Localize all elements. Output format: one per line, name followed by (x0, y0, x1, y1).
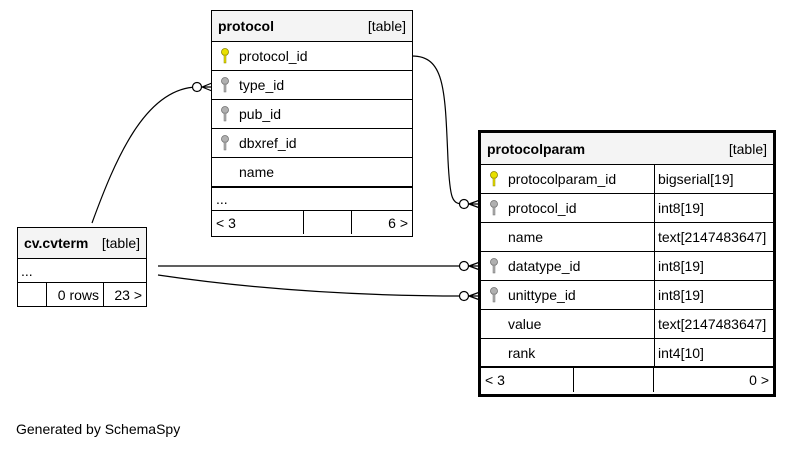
column-name: unittype_id (508, 287, 576, 303)
column-row[interactable]: name (212, 158, 412, 188)
table-cvterm[interactable]: cv.cvterm [table] ... 0 rows 23 > (17, 227, 147, 307)
parents-count (18, 283, 47, 306)
column-name: protocol_id (239, 48, 308, 64)
column-name: rank (508, 344, 536, 361)
foreign-key-icon (221, 106, 229, 122)
more-columns: ... (212, 188, 412, 211)
link-end-circle (458, 290, 470, 302)
table-name: cv.cvterm (24, 235, 89, 251)
column-row[interactable]: datatype_id int8[19] (481, 252, 773, 281)
ellipsis: ... (216, 191, 228, 207)
more-columns: ... (18, 259, 146, 283)
column-type: text[2147483647] (654, 223, 766, 251)
table-kind: [table] (367, 18, 406, 34)
foreign-key-icon (221, 77, 229, 93)
foreign-key-icon (490, 287, 498, 303)
column-row[interactable]: unittype_id int8[19] (481, 281, 773, 310)
column-row[interactable]: name text[2147483647] (481, 223, 773, 252)
column-row[interactable]: type_id (212, 71, 412, 100)
column-name: dbxref_id (239, 135, 297, 151)
link-end-circle (458, 198, 470, 210)
table-kind: [table] (728, 140, 767, 157)
column-type: int8[19] (654, 281, 704, 309)
parents-count[interactable]: < 3 (481, 368, 574, 392)
table-footer: < 3 0 > (481, 368, 773, 392)
column-row[interactable]: value text[2147483647] (481, 310, 773, 339)
foreign-key-icon (221, 135, 229, 151)
link-protocol-protocolparam (411, 55, 465, 205)
column-row[interactable]: pub_id (212, 100, 412, 129)
column-name: name (239, 164, 275, 180)
row-count: 0 rows (47, 283, 104, 306)
parents-count[interactable]: < 3 (212, 211, 304, 234)
link-end-circle (191, 81, 203, 93)
children-count[interactable]: 23 > (114, 286, 142, 303)
column-row[interactable]: protocolparam_id bigserial[19] (481, 165, 773, 194)
table-protocol[interactable]: protocol [table] protocol_id type_id pub… (211, 10, 413, 237)
table-header: cv.cvterm [table] (18, 228, 146, 259)
table-kind: [table] (101, 235, 140, 251)
column-type: text[2147483647] (654, 310, 766, 338)
children-count[interactable]: 0 > (749, 372, 769, 388)
column-row[interactable]: dbxref_id (212, 129, 412, 158)
column-name: type_id (239, 77, 285, 93)
children-count[interactable]: 6 > (388, 214, 408, 231)
link-cvterm-unittype (157, 274, 465, 297)
column-name: value (508, 316, 542, 332)
column-type: int8[19] (654, 194, 704, 222)
foreign-key-icon (490, 258, 498, 274)
table-header: protocolparam [table] (481, 133, 773, 165)
column-name: protocolparam_id (508, 171, 617, 187)
table-header: protocol [table] (212, 11, 412, 42)
table-protocolparam[interactable]: protocolparam [table] protocolparam_id b… (478, 130, 776, 397)
foreign-key-icon (490, 200, 498, 216)
column-row[interactable]: protocol_id int8[19] (481, 194, 773, 223)
primary-key-icon (490, 171, 498, 187)
generator-caption: Generated by SchemaSpy (16, 421, 181, 437)
column-row[interactable]: protocol_id (212, 42, 412, 71)
table-name: protocol (218, 18, 274, 34)
column-name: pub_id (239, 106, 282, 122)
primary-key-icon (221, 48, 229, 64)
crowfoot-marker (201, 82, 213, 92)
link-cvterm-protocol (91, 86, 198, 224)
ellipsis: ... (21, 262, 33, 279)
column-type: int8[19] (654, 252, 704, 280)
column-name: name (508, 229, 544, 245)
table-footer: 0 rows 23 > (18, 283, 146, 306)
column-name: protocol_id (508, 200, 577, 216)
link-end-circle (458, 260, 470, 272)
column-row[interactable]: rank int4[10] (481, 339, 773, 368)
column-type: bigserial[19] (654, 165, 734, 193)
column-type: int4[10] (654, 339, 704, 366)
table-name: protocolparam (487, 140, 586, 157)
row-count (574, 368, 654, 392)
column-name: datatype_id (508, 258, 581, 274)
table-footer: < 3 6 > (212, 211, 412, 234)
row-count (304, 211, 352, 234)
